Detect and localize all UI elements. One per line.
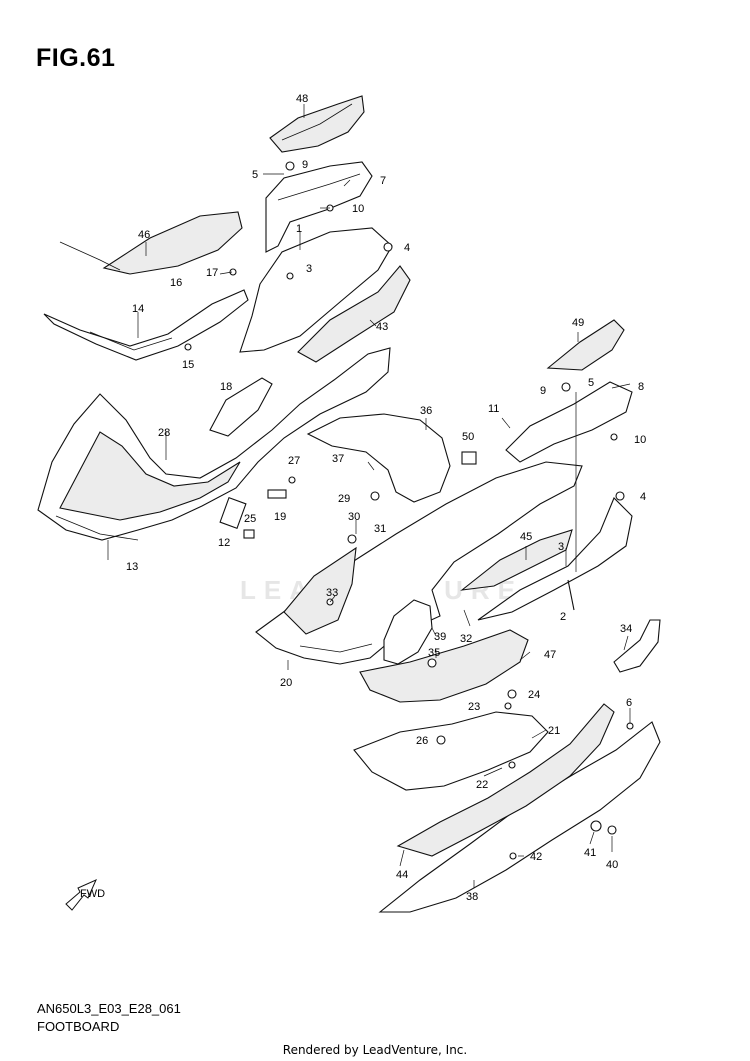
callout-6: 6 [626, 697, 632, 709]
callout-35: 35 [428, 647, 440, 659]
callout-10-b: 10 [634, 434, 646, 446]
callout-4-a: 4 [404, 242, 410, 254]
callout-20: 20 [280, 677, 292, 689]
part-8-bracket [505, 381, 633, 463]
callout-32: 32 [460, 633, 472, 645]
callout-40: 40 [606, 859, 618, 871]
part-14-trim [43, 289, 249, 361]
callout-3-a: 3 [306, 263, 312, 275]
callout-21: 21 [548, 725, 560, 737]
part-36-inner-panel [306, 413, 451, 503]
callout-42: 42 [530, 851, 542, 863]
callout-49: 49 [572, 317, 584, 329]
callout-25: 25 [244, 513, 256, 525]
callout-14: 14 [132, 303, 144, 315]
callout-3-b: 3 [558, 541, 564, 553]
callout-50: 50 [462, 431, 474, 443]
callout-10-a: 10 [352, 203, 364, 215]
callout-26: 26 [416, 735, 428, 747]
callout-5-b: 5 [588, 377, 594, 389]
callout-48: 48 [296, 93, 308, 105]
credit-line: Rendered by LeadVenture, Inc. [282, 1043, 468, 1057]
callout-4-b: 4 [640, 491, 646, 503]
callout-9-b: 9 [540, 385, 546, 397]
callout-43: 43 [376, 321, 388, 333]
callout-5-a: 5 [252, 169, 258, 181]
callout-29: 29 [338, 493, 350, 505]
callout-33: 33 [326, 587, 338, 599]
fwd-label: FWD [80, 888, 105, 900]
callout-1: 1 [296, 223, 302, 235]
part-47-lower-cover [359, 629, 529, 703]
callout-labels: 48 5 9 7 10 46 1 4 17 16 3 14 43 15 49 9… [126, 93, 646, 903]
callout-27: 27 [288, 455, 300, 467]
part-2-trim [460, 497, 633, 621]
callout-16: 16 [170, 277, 182, 289]
callout-11: 11 [488, 403, 499, 415]
callout-46: 46 [138, 229, 150, 241]
part-1-side-cover [239, 227, 411, 363]
callout-37: 37 [332, 453, 344, 465]
callout-28: 28 [158, 427, 170, 439]
callout-8: 8 [638, 381, 644, 393]
callout-12: 12 [218, 537, 230, 549]
leader-lines [107, 104, 631, 888]
callout-39: 34 [620, 623, 632, 635]
part-13-front-cover [37, 347, 391, 541]
part-21-mat [353, 711, 549, 791]
part-49-cover [546, 319, 625, 371]
part-46-cover [59, 211, 243, 275]
part-44-cover [396, 703, 615, 857]
callout-19: 19 [274, 511, 286, 523]
fwd-direction-marker: FWD [65, 879, 105, 911]
callout-41: 41 [584, 847, 596, 859]
callout-34: 39 [434, 631, 446, 643]
figure-title: FIG.61 [36, 44, 116, 72]
callout-23: 23 [468, 701, 480, 713]
callout-15: 15 [182, 359, 194, 371]
part-38-undercover [378, 721, 661, 913]
callout-38: 38 [466, 891, 478, 903]
callout-9-a: 9 [302, 159, 308, 171]
part-39-bracket [613, 619, 661, 673]
callout-7: 7 [380, 175, 386, 187]
callout-47: 47 [544, 649, 556, 661]
model-code: AN650L3_E03_E28_061 [37, 1001, 181, 1016]
callout-17: 17 [206, 267, 218, 279]
callout-45: 45 [520, 531, 532, 543]
callout-22: 22 [476, 779, 488, 791]
callout-2: 2 [560, 611, 566, 623]
part-48-cover [269, 95, 365, 153]
callout-30: 30 [348, 511, 360, 523]
callout-24: 24 [528, 689, 540, 701]
callout-13: 13 [126, 561, 138, 573]
fastener-group [184, 161, 634, 860]
callout-18: 18 [220, 381, 232, 393]
section-name: FOOTBOARD [37, 1019, 120, 1034]
callout-36: 36 [420, 405, 432, 417]
callout-44: 44 [396, 869, 408, 881]
part-20-footboard-body [255, 461, 583, 665]
callout-31: 31 [374, 523, 386, 535]
part-18-bracket [209, 377, 273, 437]
